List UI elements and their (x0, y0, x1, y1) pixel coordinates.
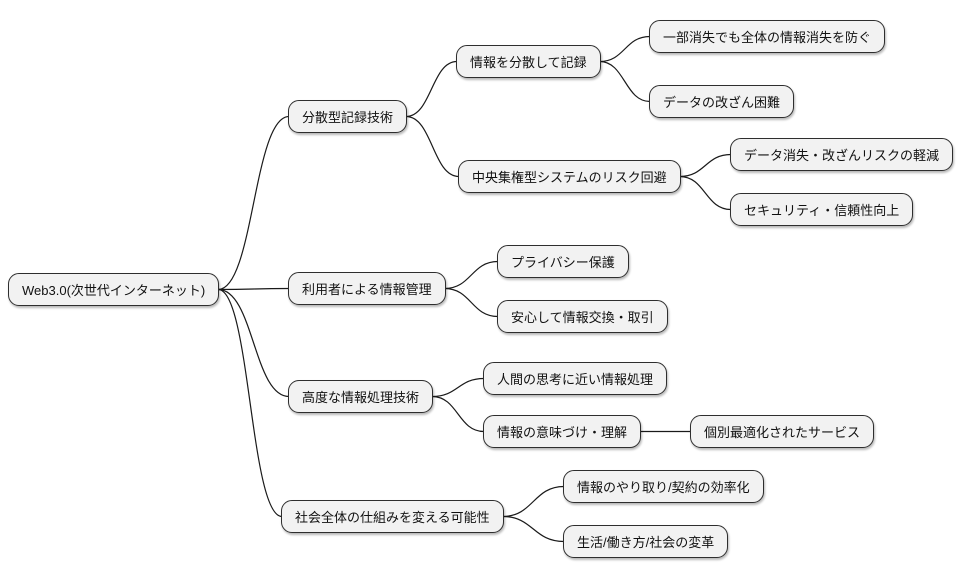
edge-n1-n1b (405, 115, 460, 178)
mindmap-node-n3a: 人間の思考に近い情報処理 (483, 362, 668, 395)
mindmap-node-n2a: プライバシー保護 (497, 245, 629, 278)
mindmap-node-n4b: 生活/働き方/社会の変革 (563, 525, 729, 558)
mindmap-node-n1b1: データ消失・改ざんリスクの軽減 (730, 138, 954, 171)
mindmap-node-n3: 高度な情報処理技術 (288, 380, 434, 413)
mindmap-node-n1: 分散型記録技術 (288, 100, 408, 133)
mindmap-node-n1b: 中央集権型システムのリスク回避 (458, 160, 681, 193)
mindmap-node-n3b1: 個別最適化されたサービス (690, 415, 875, 448)
edge-n3-n3b (432, 395, 485, 433)
mindmap-node-n4: 社会全体の仕組みを変える可能性 (281, 500, 504, 533)
edge-n2-n2a (444, 260, 499, 290)
mindmap-node-n4a: 情報のやり取り/契約の効率化 (563, 470, 764, 503)
edge-n1b-n1b1 (679, 153, 732, 178)
edge-root-n4 (218, 288, 283, 518)
edge-n2-n2b (444, 287, 499, 318)
edge-root-n2 (218, 287, 290, 291)
mindmap-node-n1b2: セキュリティ・信頼性向上 (730, 193, 914, 226)
mindmap-node-n1a2: データの改ざん困難 (649, 85, 795, 118)
edge-n4-n4b (502, 515, 565, 543)
edge-root-n1 (218, 115, 290, 291)
edge-n3-n3a (432, 377, 485, 398)
edge-n1b-n1b2 (679, 175, 732, 211)
mindmap-node-n1a1: 一部消失でも全体の情報消失を防ぐ (649, 20, 886, 53)
mindmap-node-n1a: 情報を分散して記録 (456, 45, 601, 78)
mindmap-node-n3b: 情報の意味づけ・理解 (483, 415, 642, 448)
edge-root-n3 (218, 288, 290, 398)
edge-n4-n4a (502, 485, 565, 518)
edge-n1a-n1a2 (599, 60, 651, 103)
mindmap-node-n2: 利用者による情報管理 (288, 272, 446, 305)
edge-n1-n1a (405, 60, 458, 118)
mindmap-node-n2b: 安心して情報交換・取引 (497, 300, 668, 333)
mindmap-node-root: Web3.0(次世代インターネット) (8, 273, 220, 306)
edge-n1a-n1a1 (599, 35, 651, 63)
